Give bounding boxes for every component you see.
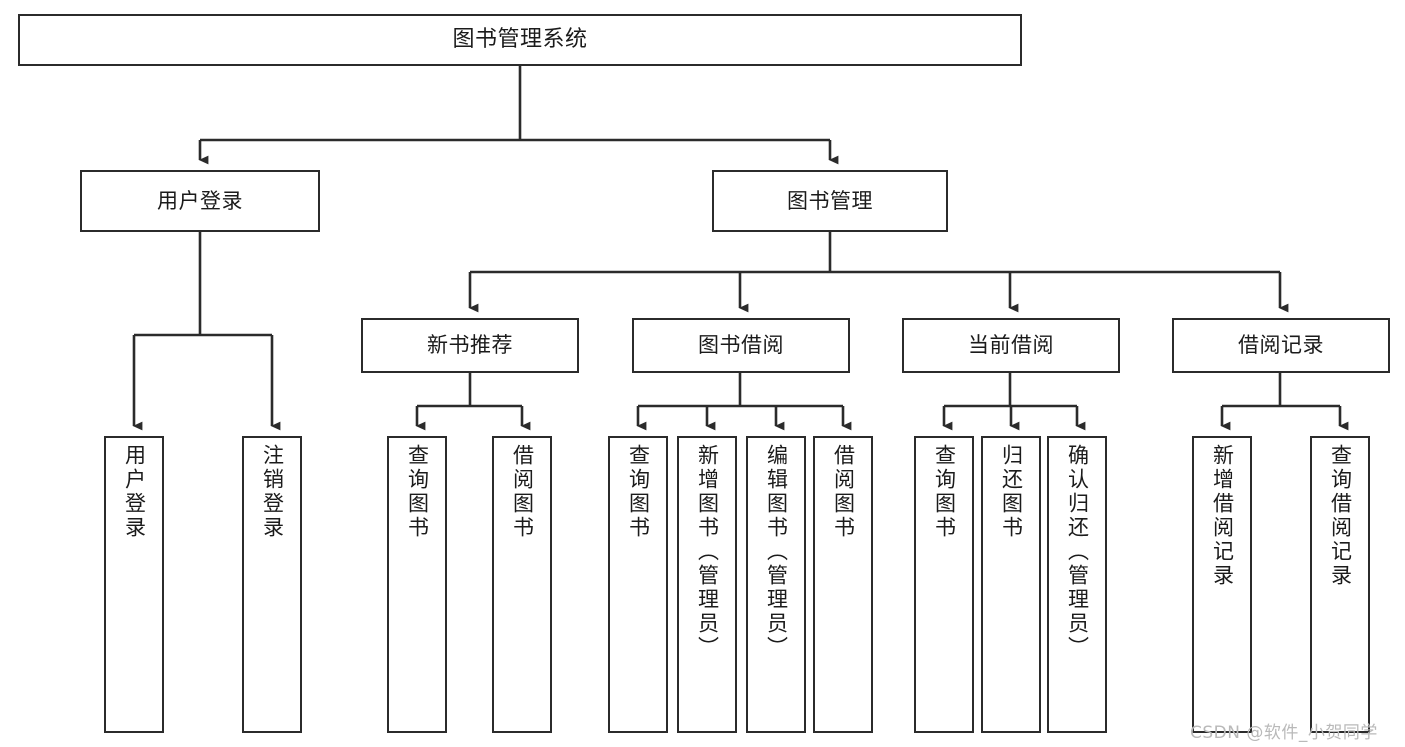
node-label: 注销登录 — [260, 444, 285, 540]
leaf-logout[interactable]: 注销登录 — [242, 436, 302, 733]
node-label: 图书借阅 — [698, 333, 784, 358]
node-label: 新书推荐 — [427, 333, 513, 358]
leaf-query-borrow-record[interactable]: 查询借阅记录 — [1310, 436, 1370, 733]
node-book-management[interactable]: 图书管理 — [712, 170, 948, 232]
node-label: 查询图书 — [932, 444, 957, 540]
node-label: 借阅记录 — [1238, 333, 1324, 358]
leaf-borrow-book-recommend[interactable]: 借阅图书 — [492, 436, 552, 733]
csdn-watermark: CSDN @软件_小贺同学 — [1190, 723, 1378, 743]
node-current-borrow[interactable]: 当前借阅 — [902, 318, 1120, 373]
leaf-add-book-admin[interactable]: 新增图书（管理员） — [677, 436, 737, 733]
node-borrow-record[interactable]: 借阅记录 — [1172, 318, 1390, 373]
node-book-borrow[interactable]: 图书借阅 — [632, 318, 850, 373]
node-label: 归还图书 — [999, 444, 1024, 540]
node-label: 查询借阅记录 — [1328, 444, 1353, 588]
node-label: 图书管理 — [787, 188, 873, 213]
node-label: 当前借阅 — [968, 333, 1054, 358]
node-label: 用户登录 — [122, 444, 147, 540]
node-book-management-system[interactable]: 图书管理系统 — [18, 14, 1022, 66]
node-label: 新增图书（管理员） — [695, 444, 720, 660]
node-label: 确认归还（管理员） — [1065, 444, 1090, 660]
node-label: 借阅图书 — [831, 444, 856, 540]
leaf-borrow-book[interactable]: 借阅图书 — [813, 436, 873, 733]
leaf-edit-book-admin[interactable]: 编辑图书（管理员） — [746, 436, 806, 733]
leaf-query-book-recommend[interactable]: 查询图书 — [387, 436, 447, 733]
leaf-user-login[interactable]: 用户登录 — [104, 436, 164, 733]
node-new-book-recommend[interactable]: 新书推荐 — [361, 318, 579, 373]
leaf-return-book[interactable]: 归还图书 — [981, 436, 1041, 733]
node-label: 借阅图书 — [510, 444, 535, 540]
leaf-confirm-return-admin[interactable]: 确认归还（管理员） — [1047, 436, 1107, 733]
node-label: 查询图书 — [626, 444, 651, 540]
leaf-query-book-current[interactable]: 查询图书 — [914, 436, 974, 733]
node-label: 图书管理系统 — [452, 27, 588, 53]
node-label: 用户登录 — [157, 188, 243, 213]
node-label: 查询图书 — [405, 444, 430, 540]
leaf-query-book-borrow[interactable]: 查询图书 — [608, 436, 668, 733]
node-label: 编辑图书（管理员） — [764, 444, 789, 660]
leaf-add-borrow-record[interactable]: 新增借阅记录 — [1192, 436, 1252, 733]
node-user-login[interactable]: 用户登录 — [80, 170, 320, 232]
node-label: 新增借阅记录 — [1210, 444, 1235, 588]
